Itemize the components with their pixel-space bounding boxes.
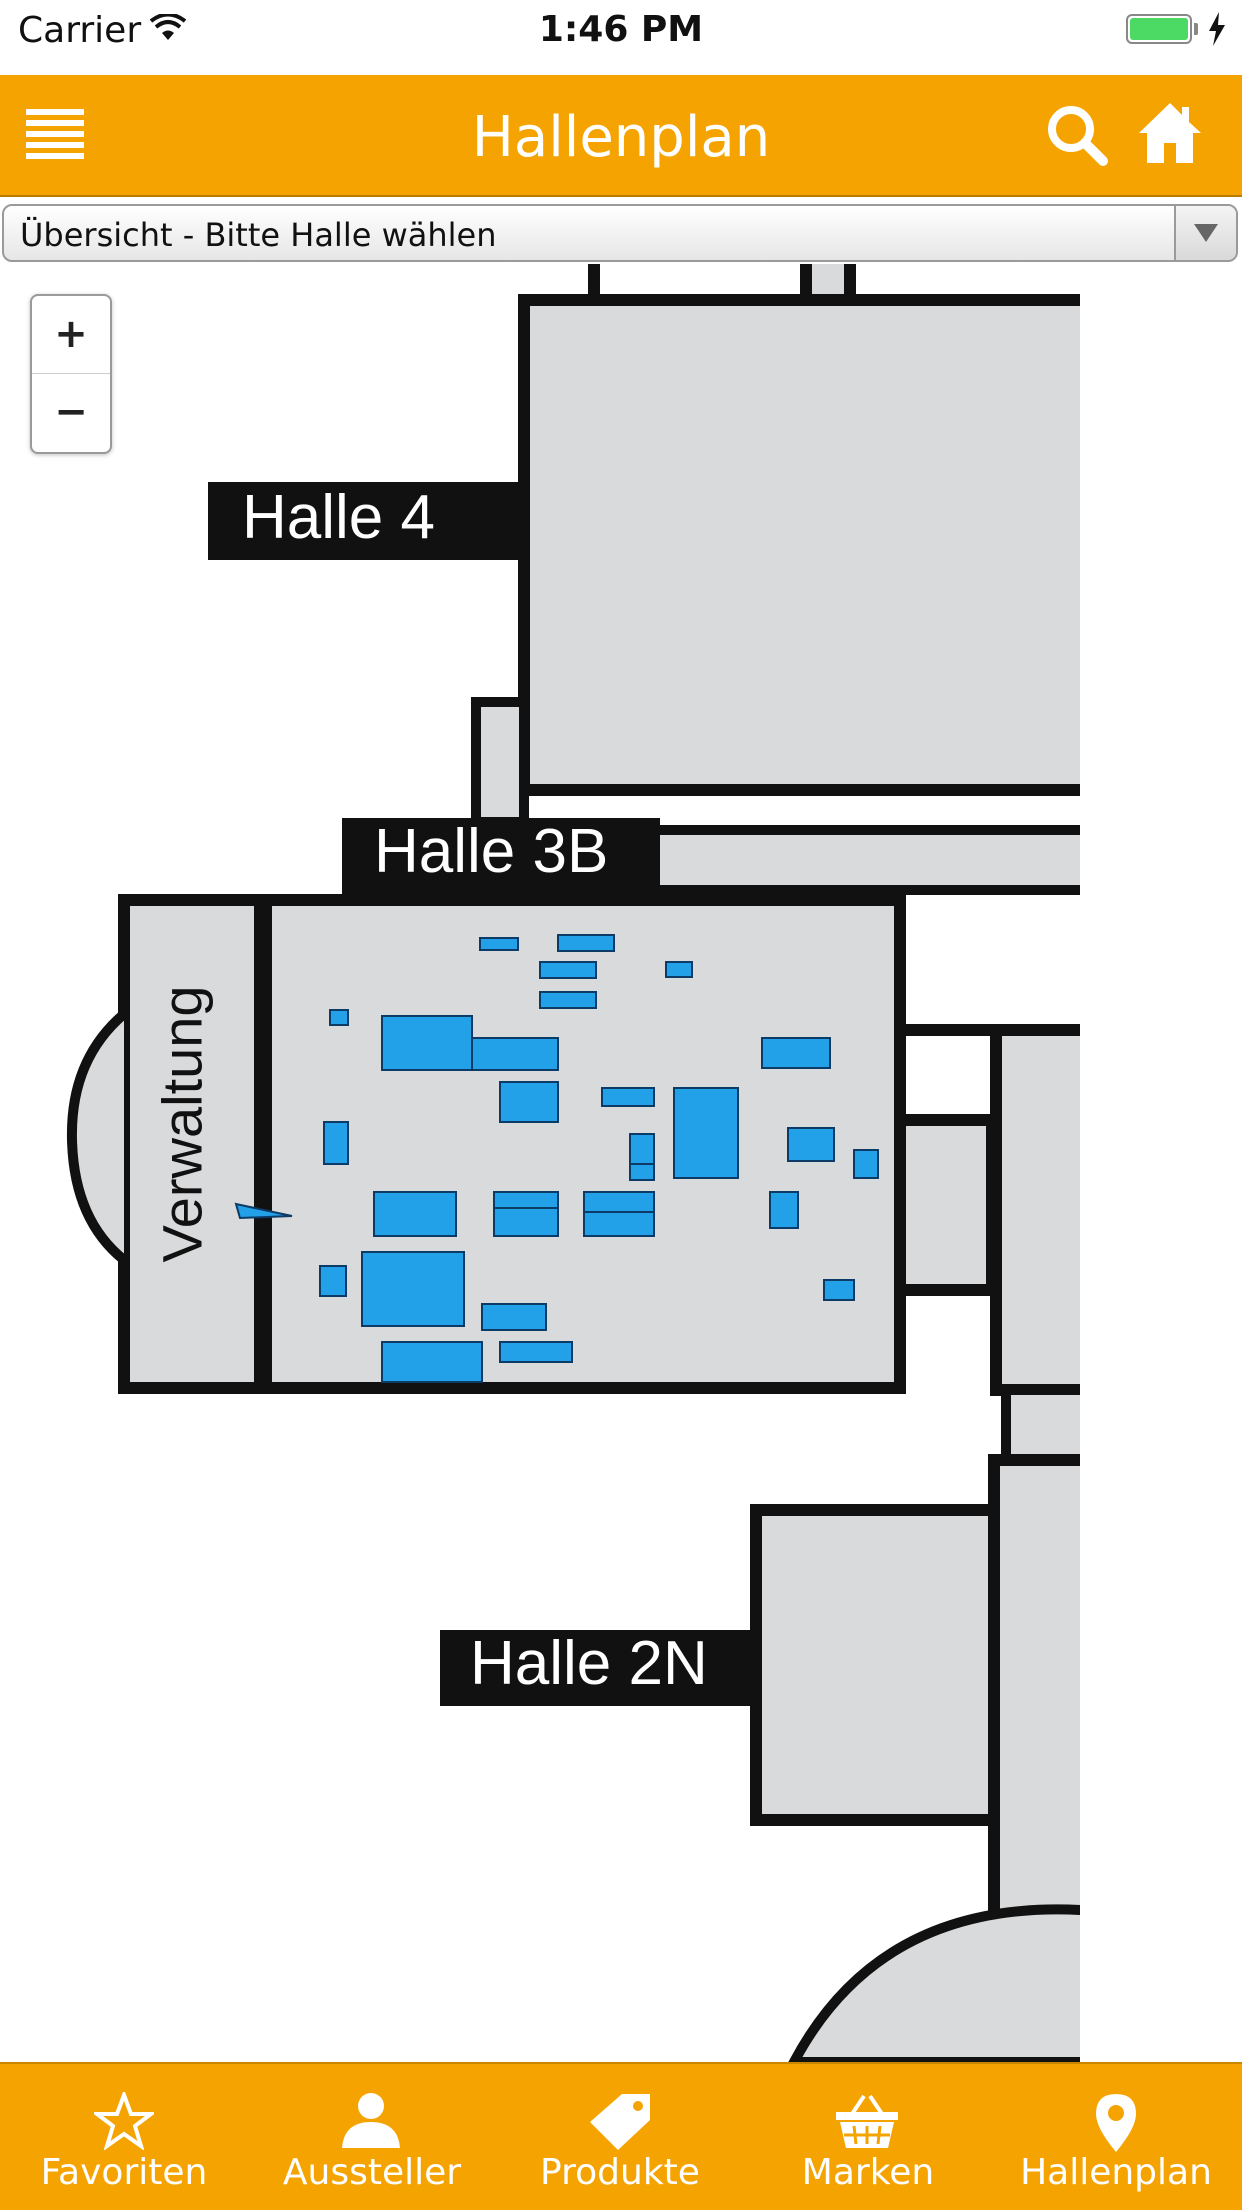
booth[interactable] bbox=[481, 1303, 547, 1331]
tab-bar: Favoriten Aussteller Produkte Marken bbox=[0, 2062, 1242, 2210]
tab-label: Marken bbox=[801, 2152, 935, 2193]
page-title: Hallenplan bbox=[471, 105, 771, 170]
booth[interactable] bbox=[665, 961, 693, 978]
tag-icon bbox=[590, 2094, 650, 2150]
booth-group[interactable] bbox=[319, 934, 879, 1383]
search-icon[interactable] bbox=[1045, 103, 1109, 167]
booth[interactable] bbox=[787, 1127, 835, 1162]
hall-2n-label-plate bbox=[440, 1630, 758, 1706]
tab-marken[interactable]: Marken bbox=[744, 2064, 992, 2210]
hall-3b-label[interactable]: Halle 3B bbox=[374, 817, 609, 886]
basket-icon bbox=[836, 2094, 898, 2148]
booth[interactable] bbox=[381, 1015, 473, 1071]
booth[interactable] bbox=[373, 1191, 457, 1237]
carrier-name: Carrier bbox=[18, 10, 142, 51]
person-icon bbox=[342, 2093, 400, 2148]
booth[interactable] bbox=[319, 1265, 347, 1297]
hall-map[interactable]: Halle 4 Halle 3B Halle 2N Verwaltung bbox=[0, 264, 1242, 2062]
tab-label: Produkte bbox=[540, 2152, 700, 2193]
location-marker-icon bbox=[234, 1202, 293, 1220]
tab-label: Hallenplan bbox=[1020, 2152, 1212, 2193]
booth[interactable] bbox=[493, 1191, 559, 1237]
booth[interactable] bbox=[471, 1037, 559, 1071]
tab-favoriten[interactable]: Favoriten bbox=[0, 2064, 248, 2210]
booth[interactable] bbox=[761, 1037, 831, 1069]
hall-2n-building[interactable] bbox=[750, 1504, 1012, 1826]
zoom-in-button[interactable]: + bbox=[32, 296, 110, 374]
booth[interactable] bbox=[499, 1081, 559, 1123]
booth[interactable] bbox=[823, 1279, 855, 1301]
floor-plan[interactable] bbox=[0, 264, 1242, 2062]
location-pin-icon bbox=[1096, 2094, 1136, 2152]
hamburger-menu-icon[interactable] bbox=[26, 109, 84, 161]
dropdown-arrow[interactable] bbox=[1174, 206, 1236, 260]
hall-4-label-plate bbox=[208, 482, 528, 560]
booth[interactable] bbox=[629, 1133, 655, 1181]
connector bbox=[844, 264, 856, 298]
star-icon bbox=[94, 2092, 154, 2150]
booth[interactable] bbox=[539, 961, 597, 979]
booth[interactable] bbox=[329, 1009, 349, 1026]
home-icon[interactable] bbox=[1137, 101, 1203, 165]
wifi-icon bbox=[150, 14, 186, 40]
tab-label: Favoriten bbox=[40, 2152, 208, 2193]
zoom-control: + − bbox=[30, 294, 112, 454]
battery-icon bbox=[1126, 14, 1192, 44]
clock: 1:46 PM bbox=[538, 9, 704, 50]
tab-produkte[interactable]: Produkte bbox=[496, 2064, 744, 2210]
hall-2n-label[interactable]: Halle 2N bbox=[470, 1629, 708, 1698]
tab-label: Aussteller bbox=[282, 2152, 462, 2193]
chevron-down-icon bbox=[1194, 224, 1218, 242]
booth[interactable] bbox=[673, 1087, 739, 1179]
connector bbox=[800, 264, 812, 298]
booth[interactable] bbox=[381, 1341, 483, 1383]
tab-aussteller[interactable]: Aussteller bbox=[248, 2064, 496, 2210]
hall-select-value: Übersicht - Bitte Halle wählen bbox=[20, 216, 497, 254]
booth[interactable] bbox=[583, 1191, 655, 1237]
building-label: Verwaltung bbox=[150, 985, 214, 1263]
booth[interactable] bbox=[769, 1191, 799, 1229]
zoom-out-button[interactable]: − bbox=[54, 389, 88, 435]
booth[interactable] bbox=[499, 1341, 573, 1363]
booth[interactable] bbox=[323, 1121, 349, 1165]
status-bar: Carrier 1:46 PM bbox=[0, 0, 1242, 75]
tab-hallenplan[interactable]: Hallenplan bbox=[992, 2064, 1240, 2210]
hall-3b-label-plate bbox=[342, 818, 660, 894]
booth[interactable] bbox=[539, 991, 597, 1009]
booth[interactable] bbox=[853, 1149, 879, 1179]
booth[interactable] bbox=[601, 1087, 655, 1107]
booth[interactable] bbox=[479, 937, 519, 951]
nav-bar: Hallenplan bbox=[0, 75, 1242, 197]
hall-4-label[interactable]: Halle 4 bbox=[242, 483, 435, 552]
connector bbox=[588, 264, 600, 298]
booth[interactable] bbox=[557, 934, 615, 952]
booth[interactable] bbox=[361, 1251, 465, 1327]
charging-icon bbox=[1209, 12, 1225, 46]
hall-select-dropdown[interactable]: Übersicht - Bitte Halle wählen bbox=[2, 204, 1238, 262]
